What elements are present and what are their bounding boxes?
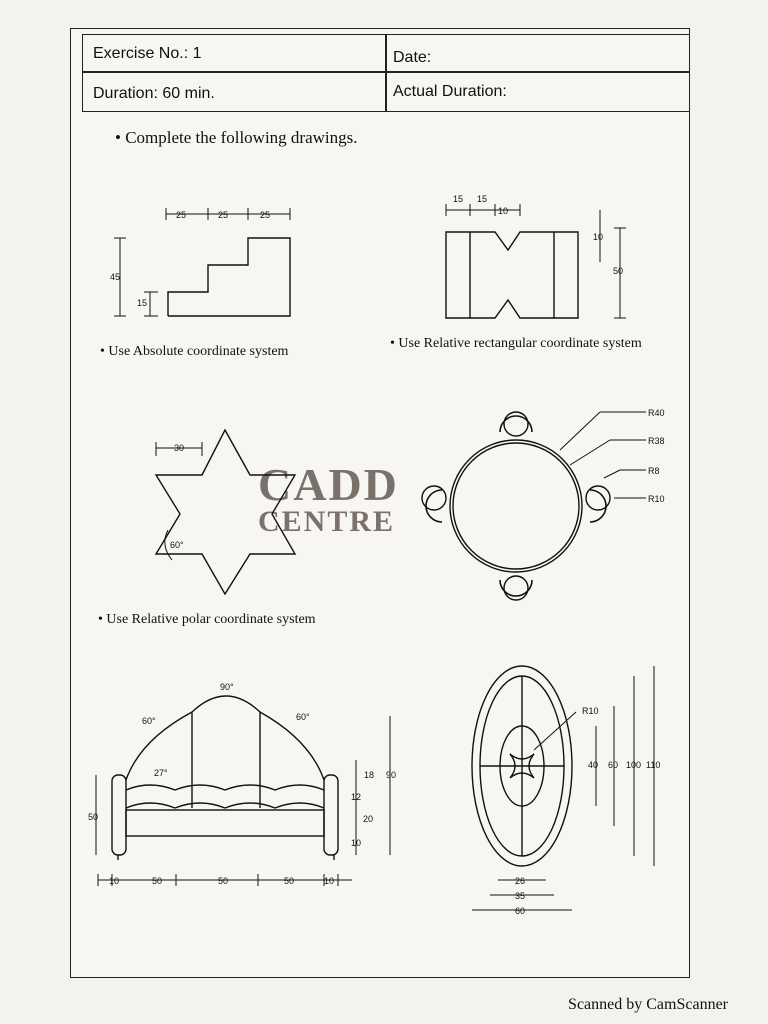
dim-35: 35 <box>515 891 525 901</box>
instruction-absolute: • Use Absolute coordinate system <box>100 344 289 359</box>
instruction-relative-rect: • Use Relative rectangular coordinate sy… <box>390 336 642 351</box>
dim-r10-oval: R10 <box>582 706 599 716</box>
sofa-seat <box>125 809 325 837</box>
dim-50-a: 50 <box>152 876 162 886</box>
sofa-cushion <box>125 784 325 791</box>
dim-15-a: 15 <box>453 194 463 204</box>
header-table: Exercise No.: 1 Date: Duration: 60 min. … <box>82 34 690 112</box>
instruction-absolute-text: Use Absolute coordinate system <box>108 344 289 359</box>
dim-27-deg: 27° <box>154 768 168 778</box>
dim-10-side: 10 <box>593 232 603 242</box>
instruction-relative-rect-text: Use Relative rectangular coordinate syst… <box>398 336 642 351</box>
dim-30: 30 <box>174 443 184 453</box>
instruction-relative-polar-text: Use Relative polar coordinate system <box>106 612 316 627</box>
dim-15: 15 <box>137 298 147 308</box>
oval-drawing <box>471 665 655 911</box>
oval-outer <box>471 665 573 867</box>
dim-r38: R38 <box>648 436 665 446</box>
dim-90: 90 <box>386 770 396 780</box>
header-divider-vertical <box>385 35 387 111</box>
dim-25-a: 25 <box>176 210 186 220</box>
dim-50-left: 50 <box>88 812 98 822</box>
dim-60-deg-right: 60° <box>296 712 310 722</box>
watermark-line2: CENTRE <box>258 505 396 538</box>
dim-10-bottom-left: 10 <box>109 876 119 886</box>
staircase-outline <box>167 237 291 317</box>
duration-label: Duration: 60 min. <box>93 85 215 102</box>
dim-10-top: 10 <box>498 206 508 216</box>
dim-45: 45 <box>110 272 120 282</box>
actual-duration-label: Actual Duration: <box>393 83 507 100</box>
main-instruction-text: Complete the following drawings. <box>125 128 358 147</box>
dim-10-right: 10 <box>351 838 361 848</box>
round-table-drawing <box>421 411 646 601</box>
main-instruction: • Complete the following drawings. <box>115 128 358 147</box>
dim-50-c: 50 <box>284 876 294 886</box>
dim-r8: R8 <box>648 466 660 476</box>
dim-100: 100 <box>626 760 641 770</box>
notched-block-outline <box>445 231 579 319</box>
dim-50: 50 <box>613 266 623 276</box>
dim-60-deg: 60° <box>170 540 184 550</box>
sofa-drawing <box>95 695 391 886</box>
dim-60-v: 60 <box>608 760 618 770</box>
dim-110: 110 <box>646 760 660 770</box>
dim-20: 20 <box>363 814 373 824</box>
dim-25-c: 25 <box>260 210 270 220</box>
sofa-left-arm <box>111 774 127 856</box>
dim-25-b: 25 <box>218 210 228 220</box>
table-inner-circle <box>452 442 580 570</box>
dim-15-b: 15 <box>477 194 487 204</box>
exercise-number: Exercise No.: 1 <box>93 45 202 62</box>
staircase-drawing <box>114 208 291 317</box>
sofa-right-arm <box>323 774 339 856</box>
header-divider-horizontal <box>83 71 689 73</box>
dim-40: 40 <box>588 760 598 770</box>
instruction-relative-polar: • Use Relative polar coordinate system <box>98 612 316 627</box>
star-outline <box>154 428 297 596</box>
dim-26: 26 <box>515 876 525 886</box>
date-label: Date: <box>393 49 432 66</box>
scanner-footer: Scanned by CamScanner <box>568 996 728 1013</box>
dim-60-deg-left: 60° <box>142 716 156 726</box>
dim-r40: R40 <box>648 408 665 418</box>
dim-50-b: 50 <box>218 876 228 886</box>
notched-block-drawing <box>445 204 626 319</box>
star-drawing <box>154 428 297 596</box>
dim-60-h: 60 <box>515 906 525 916</box>
dim-18: 18 <box>364 770 374 780</box>
dim-10-bottom-right: 10 <box>324 876 334 886</box>
dim-90-deg: 90° <box>220 682 234 692</box>
table-outer-circle <box>449 439 583 573</box>
dim-12: 12 <box>351 792 361 802</box>
dim-r10: R10 <box>648 494 665 504</box>
sofa-back <box>125 695 325 781</box>
